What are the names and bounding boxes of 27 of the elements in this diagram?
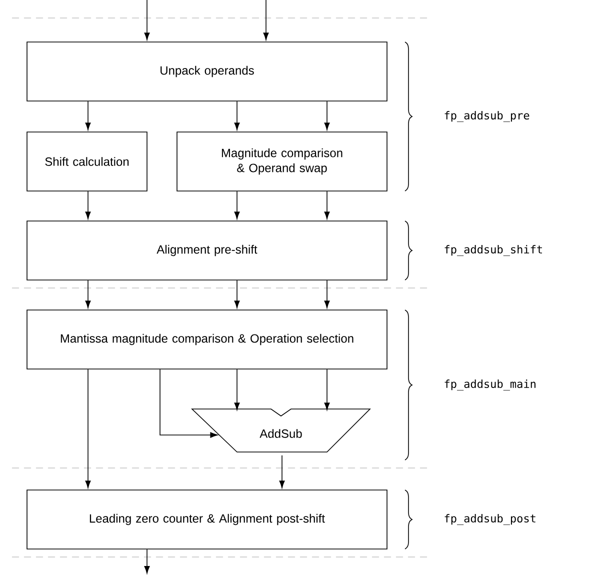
arrow: [234, 191, 240, 220]
group-label: fp_addsub_shift: [444, 245, 542, 256]
arrow: [324, 191, 330, 220]
arrow: [85, 280, 91, 308]
arrow: [144, 0, 150, 40]
arrow: [279, 455, 285, 488]
arrow: [234, 369, 240, 410]
arrow: [144, 549, 150, 574]
process-box: Unpack operands: [26, 42, 388, 102]
arrow: [234, 280, 240, 308]
arrow: [263, 0, 269, 40]
arrow: [160, 369, 218, 438]
arrow: [324, 280, 330, 308]
arrow: [85, 191, 91, 220]
arrow: [324, 101, 330, 130]
process-box: Leading zero counter & Alignment post-shift: [26, 490, 388, 550]
group-label: fp_addsub_main: [444, 380, 536, 390]
group-label: fp_addsub_post: [444, 514, 536, 525]
group-label: fp_addsub_pre: [444, 111, 530, 122]
process-box: Magnitude comparison & Operand swap: [176, 132, 388, 192]
arrow: [324, 369, 330, 410]
process-box: Shift calculation: [26, 132, 148, 192]
process-box: Mantissa magnitude comparison & Operation selection: [26, 310, 388, 370]
arrow: [85, 369, 91, 488]
process-box: Alignment pre-shift: [26, 220, 388, 280]
arrow: [85, 101, 91, 130]
arrow: [234, 101, 240, 130]
